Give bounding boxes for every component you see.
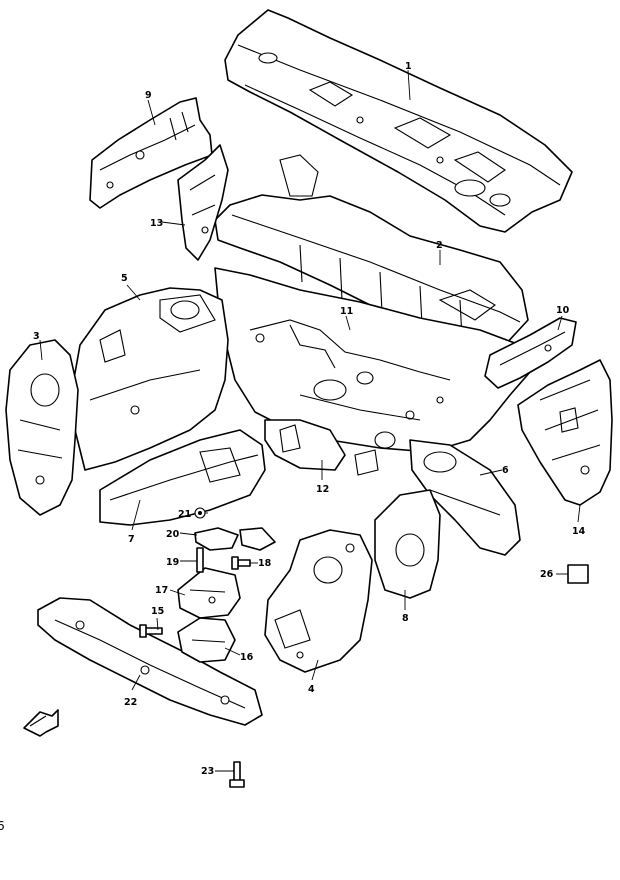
part-12-cross-member: [264, 419, 379, 476]
part-4-front-bracket: [264, 529, 373, 673]
callout-13: 13: [150, 218, 163, 229]
callout-6: 6: [502, 465, 509, 476]
part-1-cowl-top-panel: [224, 9, 573, 233]
callout-7: 7: [128, 534, 135, 545]
callout-12: 12: [316, 484, 329, 495]
page-mark: 6: [0, 819, 5, 833]
callout-5: 5: [121, 273, 128, 284]
part-14-right-apron: [517, 359, 613, 506]
callout-labels: 1 2 3 4 5 6 7 8 9 10 11 12 13 14 15 16 1…: [33, 61, 586, 777]
callout-2: 2: [436, 240, 443, 251]
part-13-bracket: [177, 144, 229, 261]
part-26-pad: [567, 564, 589, 584]
part-3-left-side-member: [5, 339, 79, 516]
part-19-stud: [196, 547, 204, 573]
callout-16: 16: [240, 652, 254, 663]
part-17-bracket-plate: [177, 567, 241, 619]
callout-8: 8: [402, 613, 409, 624]
callout-1: 1: [405, 61, 412, 72]
callout-22: 22: [124, 697, 137, 708]
callout-23: 23: [201, 766, 214, 777]
part-8-right-wheel-house: [374, 489, 441, 599]
part-6-right-lower-member: [409, 439, 521, 556]
part-21-nut: [194, 507, 206, 519]
part-23-bolt: [229, 761, 245, 788]
callout-15: 15: [151, 606, 164, 617]
part-20-small-bracket: [194, 527, 239, 551]
callout-3: 3: [33, 331, 40, 342]
callout-4: 4: [308, 684, 315, 695]
callout-26: 26: [540, 569, 554, 580]
callout-20: 20: [166, 529, 180, 540]
part-7-lower-rail: [99, 429, 266, 526]
callout-17: 17: [155, 585, 168, 596]
leader-lines: [39, 69, 581, 772]
callout-9: 9: [145, 90, 152, 101]
callout-11: 11: [340, 306, 353, 317]
part-16-mount: [177, 617, 236, 663]
callout-18: 18: [258, 558, 272, 569]
callout-19: 19: [166, 557, 179, 568]
callout-21: 21: [178, 509, 191, 520]
part-20b-shim: [239, 527, 276, 551]
part-11-dash-panel: [214, 267, 531, 453]
part-5-left-wheel-house: [71, 287, 229, 471]
part-22-front-cross-member: [37, 597, 263, 726]
callout-10: 10: [556, 305, 570, 316]
part-18-bolt: [231, 556, 251, 570]
part-10-right-bracket: [484, 317, 577, 389]
part-2-dash-upper-panel: [214, 154, 529, 353]
part-9-side-bracket: [89, 97, 213, 209]
front-direction-arrow-icon: [23, 709, 59, 737]
callout-14: 14: [572, 526, 586, 537]
